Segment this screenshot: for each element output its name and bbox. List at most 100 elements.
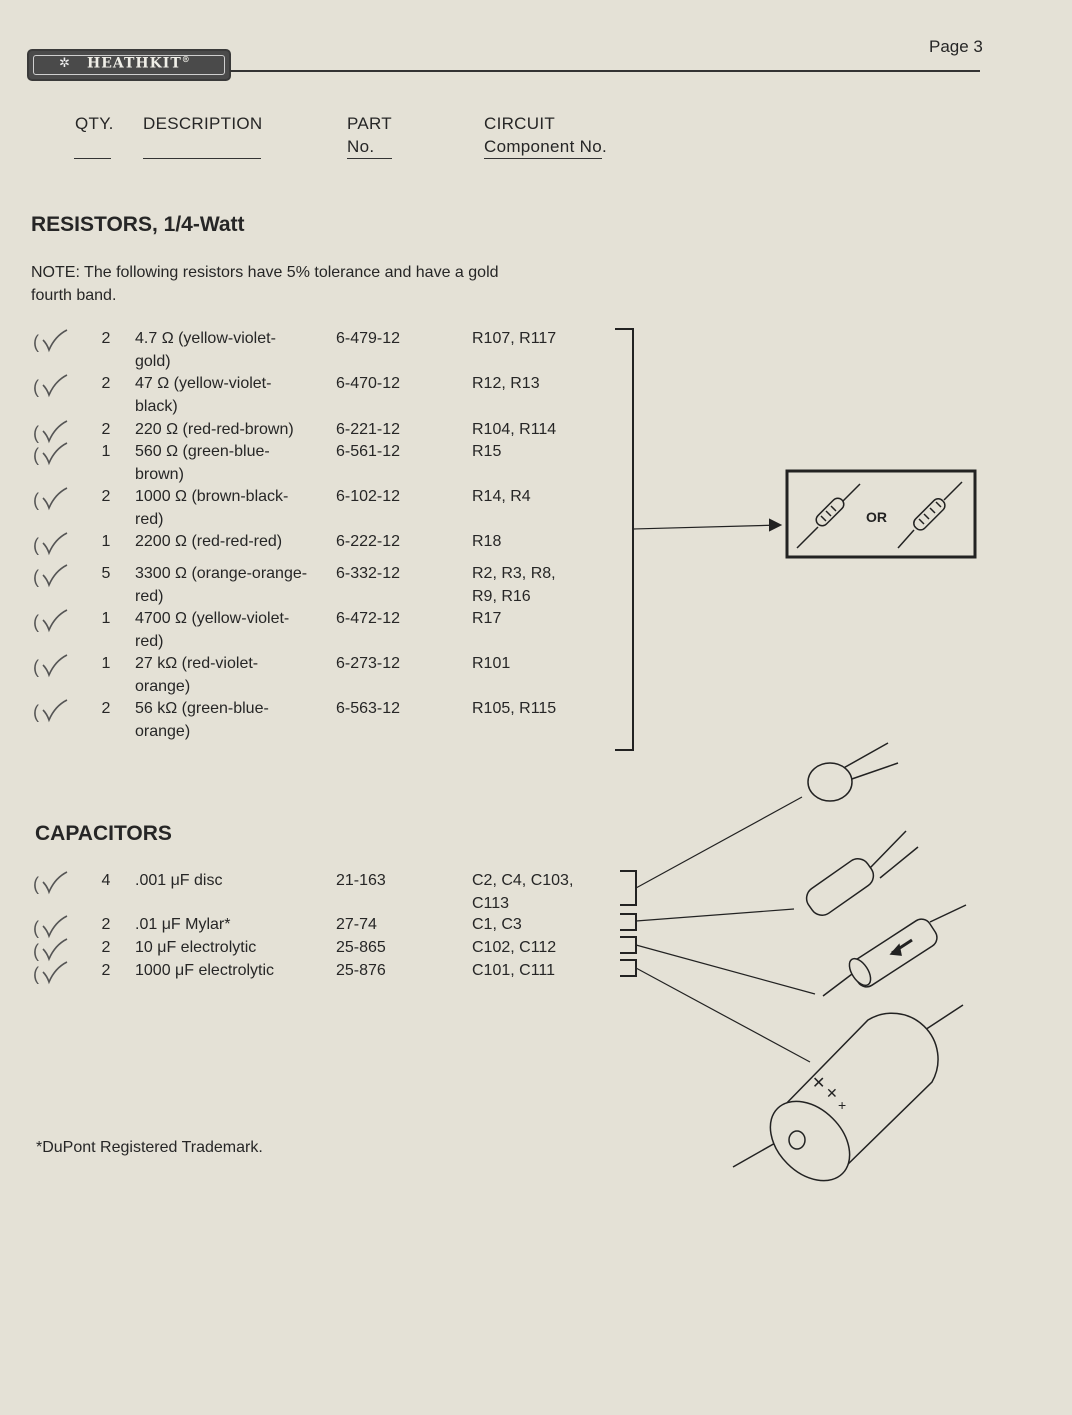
checkbox-icon[interactable]: ( (33, 960, 73, 986)
quantity: 2 (101, 375, 111, 392)
capacitor-brackets (620, 796, 816, 1063)
component-number: R105, R115 (472, 700, 557, 717)
page-number: Page 3 (929, 37, 983, 56)
description: 10 μF electrolytic (135, 939, 257, 956)
description-underline (143, 158, 261, 159)
large-electrolytic-capacitor-icon: ✕ ✕ + (732, 1004, 964, 1182)
checkbox-icon[interactable]: ( (33, 870, 73, 896)
part-number: 6-222-12 (336, 533, 401, 550)
svg-text:(: ( (33, 918, 39, 938)
part-number: 6-273-12 (336, 655, 401, 672)
footnote: *DuPont Registered Trademark. (36, 1139, 263, 1156)
svg-text:(: ( (33, 941, 39, 961)
part-number: 6-472-12 (336, 610, 401, 627)
svg-text:(: ( (33, 657, 39, 677)
checkbox-icon[interactable]: ( (33, 653, 73, 679)
circuit-underline (484, 158, 602, 159)
quantity: 1 (101, 655, 111, 672)
checkbox-icon[interactable]: ( (33, 698, 73, 724)
description: .01 μF Mylar* (135, 916, 231, 933)
heathkit-logo: ✲ HEATHKIT® (27, 49, 231, 81)
component-number: C101, C111 (472, 962, 556, 979)
resistor-illustration: OR (785, 469, 977, 559)
part-number: 21-163 (336, 872, 386, 889)
column-header-qty: QTY. (75, 114, 114, 133)
svg-text:+: + (838, 1097, 846, 1113)
part-number: 6-102-12 (336, 488, 401, 505)
electrolytic-capacitor-icon (822, 904, 967, 997)
component-number: C2, C4, C103,C113 (472, 872, 574, 912)
quantity: 2 (101, 962, 111, 979)
checkbox-icon[interactable]: ( (33, 608, 73, 634)
svg-text:(: ( (33, 612, 39, 632)
component-number: R15 (472, 443, 502, 460)
checkbox-icon[interactable]: ( (33, 486, 73, 512)
svg-text:(: ( (33, 964, 39, 984)
part-underline (347, 158, 392, 159)
resistors-title: RESISTORS, 1/4-Watt (31, 213, 245, 236)
resistor-bracket (615, 328, 783, 751)
checkbox-icon[interactable]: ( (33, 419, 73, 445)
checkbox-icon[interactable]: ( (33, 328, 73, 354)
part-number: 25-876 (336, 962, 386, 979)
description: 220 Ω (red-red-brown) (135, 421, 294, 438)
quantity: 5 (101, 565, 111, 582)
component-number: R2, R3, R8,R9, R16 (472, 565, 556, 605)
component-number: R17 (472, 610, 502, 627)
component-number: R107, R117 (472, 330, 557, 347)
description: 4700 Ω (yellow-violet-red) (135, 610, 290, 650)
svg-text:(: ( (33, 423, 39, 443)
component-number: R14, R4 (472, 488, 531, 505)
disc-capacitor-icon (807, 742, 899, 802)
svg-text:✕: ✕ (826, 1085, 838, 1101)
description: 560 Ω (green-blue-brown) (135, 443, 270, 483)
part-number: 6-470-12 (336, 375, 401, 392)
component-number: R101 (472, 655, 511, 672)
quantity: 2 (101, 700, 111, 717)
logo-emblem-icon: ✲ (59, 55, 70, 70)
part-number: 25-865 (336, 939, 386, 956)
checkbox-icon[interactable]: ( (33, 441, 73, 467)
column-header-part: PART No. (347, 114, 392, 156)
checkbox-icon[interactable]: ( (33, 914, 73, 940)
svg-text:(: ( (33, 445, 39, 465)
resistor-icon (796, 483, 861, 549)
quantity: 2 (101, 330, 111, 347)
header-rule (230, 70, 980, 72)
checkbox-icon[interactable]: ( (33, 563, 73, 589)
part-number: 6-561-12 (336, 443, 401, 460)
or-label: OR (866, 509, 887, 525)
svg-text:(: ( (33, 377, 39, 397)
svg-text:(: ( (33, 490, 39, 510)
svg-text:(: ( (33, 702, 39, 722)
part-number: 6-563-12 (336, 700, 401, 717)
capacitors-title: CAPACITORS (35, 822, 172, 845)
description: .001 μF disc (135, 872, 223, 889)
qty-underline (74, 158, 111, 159)
resistor-alt-icon (897, 481, 963, 549)
checkbox-icon[interactable]: ( (33, 937, 73, 963)
svg-text:(: ( (33, 567, 39, 587)
checkbox-icon[interactable]: ( (33, 373, 73, 399)
description: 4.7 Ω (yellow-violet-gold) (135, 330, 276, 370)
part-number: 27-74 (336, 916, 377, 933)
quantity: 2 (101, 916, 111, 933)
description: 1000 Ω (brown-black-red) (135, 488, 289, 528)
part-number: 6-221-12 (336, 421, 401, 438)
checkbox-icon[interactable]: ( (33, 531, 73, 557)
quantity: 1 (101, 610, 111, 627)
quantity: 2 (101, 939, 111, 956)
quantity: 1 (101, 443, 111, 460)
resistors-note: NOTE: The following resistors have 5% to… (31, 264, 499, 304)
svg-text:(: ( (33, 332, 39, 352)
component-number: C102, C112 (472, 939, 557, 956)
svg-text:(: ( (33, 874, 39, 894)
description: 1000 μF electrolytic (135, 962, 275, 979)
component-number: C1, C3 (472, 916, 522, 933)
svg-text:(: ( (33, 535, 39, 555)
part-number: 6-332-12 (336, 565, 401, 582)
quantity: 2 (101, 488, 111, 505)
component-number: R12, R13 (472, 375, 540, 392)
quantity: 1 (101, 533, 111, 550)
